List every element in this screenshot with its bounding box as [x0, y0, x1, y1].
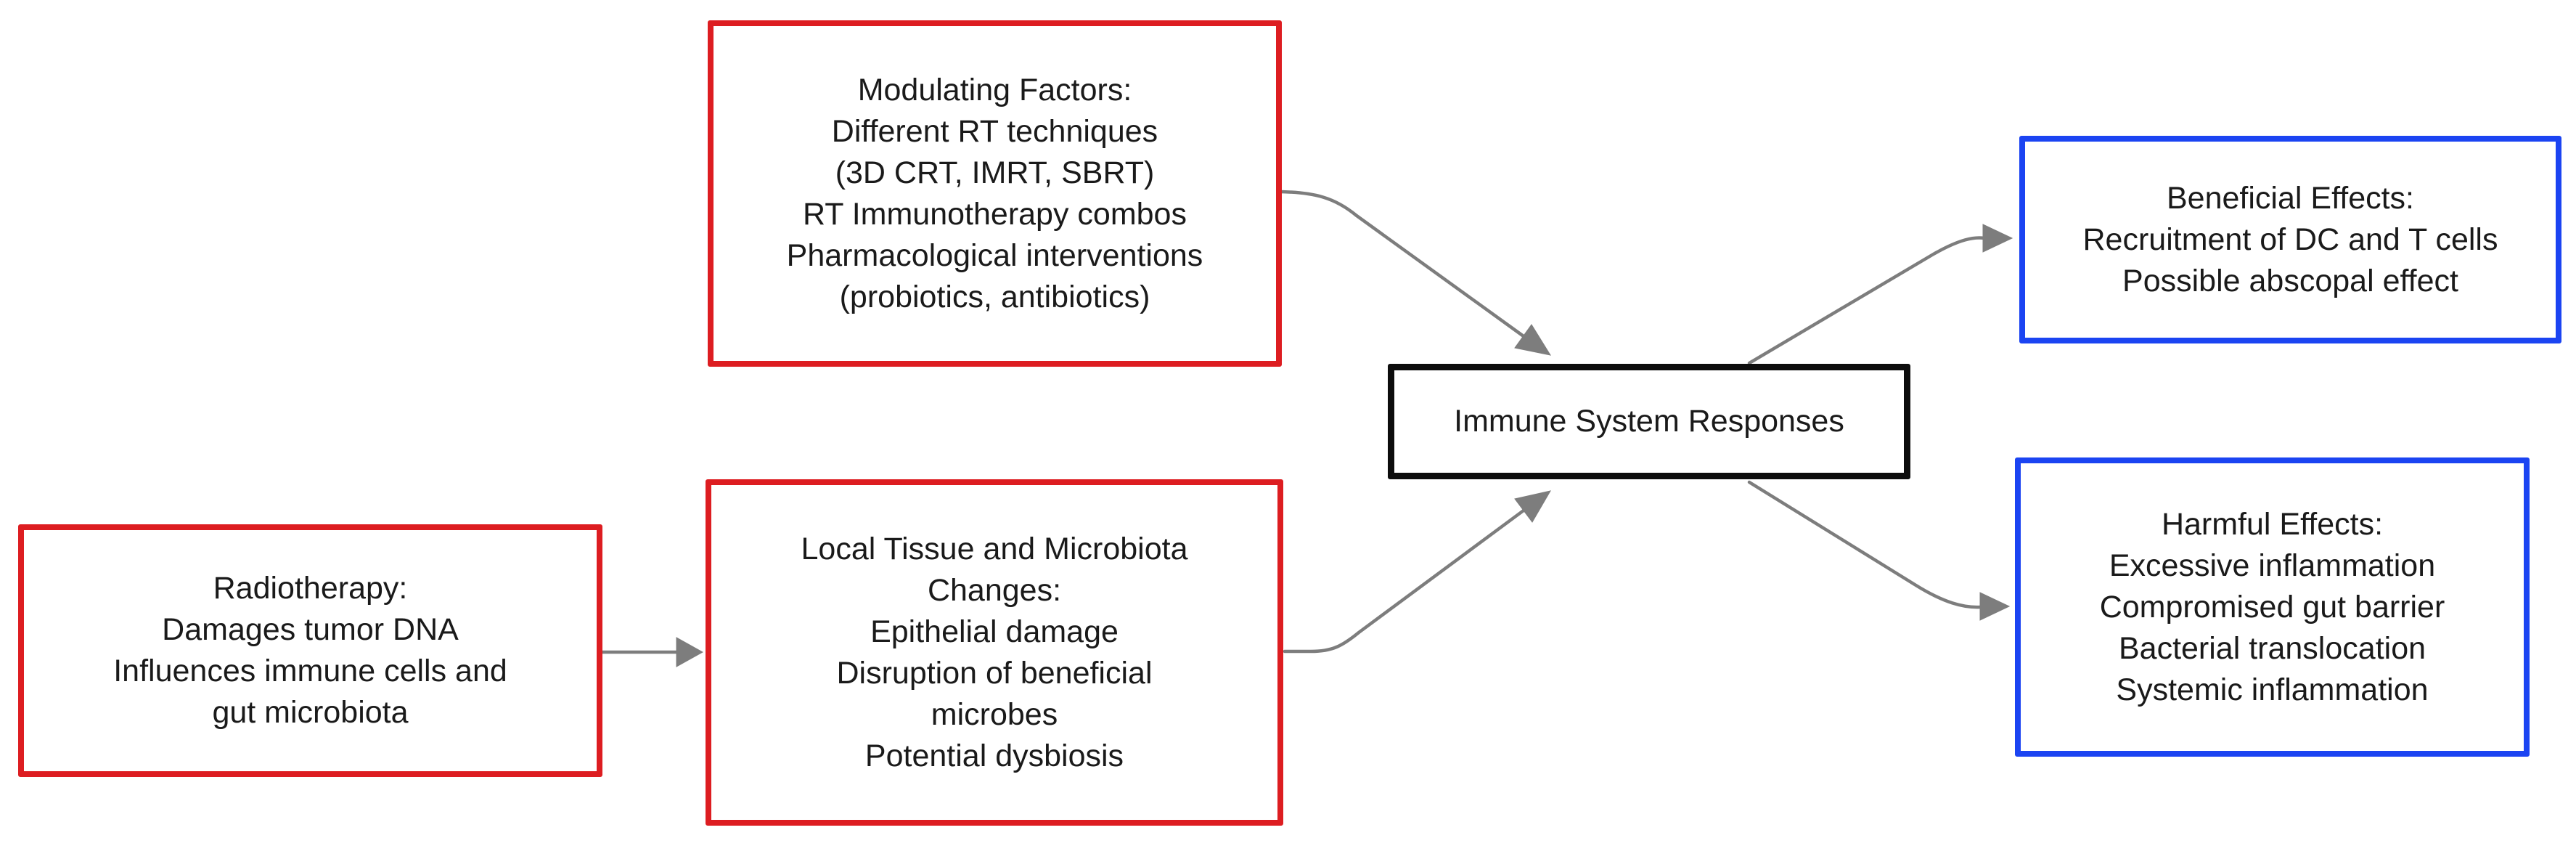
node-line: Radiotherapy:: [213, 571, 408, 606]
node-line: RT Immunotherapy combos: [803, 196, 1187, 232]
node-line: Immune System Responses: [1454, 404, 1844, 439]
node-line: (3D CRT, IMRT, SBRT): [835, 155, 1155, 190]
node-immune-system-responses: Immune System Responses: [1388, 364, 1910, 479]
node-beneficial-effects: Beneficial Effects: Recruitment of DC an…: [2019, 136, 2561, 343]
connector-radiotherapy-to-local-tissue: [587, 637, 704, 667]
node-line: Beneficial Effects:: [2167, 180, 2414, 216]
node-line: gut microbiota: [212, 695, 409, 730]
node-line: Modulating Factors:: [857, 72, 1132, 107]
node-line: Pharmacological interventions: [786, 237, 1203, 273]
node-line: Local Tissue and Microbiota: [801, 531, 1188, 566]
connector-modulating-factors-to-immune-responses: [1273, 190, 1552, 356]
connector-immune-responses-to-beneficial-effects: [1747, 224, 2013, 365]
node-line: Influences immune cells and: [113, 654, 507, 688]
node-line: Excessive inflammation: [2109, 548, 2436, 583]
node-line: Systemic inflammation: [2116, 672, 2429, 707]
node-line: microbes: [931, 696, 1058, 732]
connector-immune-responses-to-harmful-effects: [1747, 480, 2011, 621]
node-radiotherapy: Radiotherapy: Damages tumor DNA Influenc…: [18, 524, 602, 777]
node-line: Potential dysbiosis: [864, 738, 1124, 773]
node-line: Disruption of beneficial: [836, 655, 1153, 691]
node-line: Harmful Effects:: [2161, 506, 2384, 542]
node-line: Changes:: [927, 572, 1062, 608]
node-harmful-effects: Harmful Effects: Excessive inflammation …: [2015, 457, 2530, 757]
node-line: Compromised gut barrier: [2099, 589, 2445, 625]
connector-local-tissue-to-immune-responses: [1283, 490, 1552, 654]
node-line: Recruitment of DC and T cells: [2082, 221, 2498, 257]
node-line: Different RT techniques: [831, 113, 1158, 149]
node-modulating-factors: Modulating Factors: Different RT techniq…: [708, 20, 1282, 367]
node-line: Bacterial translocation: [2118, 630, 2426, 666]
node-line: Possible abscopal effect: [2122, 263, 2458, 298]
node-local-tissue-changes: Local Tissue and Microbiota Changes: Epi…: [706, 479, 1283, 826]
node-line: Damages tumor DNA: [162, 612, 459, 647]
node-line: Epithelial damage: [870, 614, 1119, 649]
node-line: (probiotics, antibiotics): [839, 279, 1150, 314]
